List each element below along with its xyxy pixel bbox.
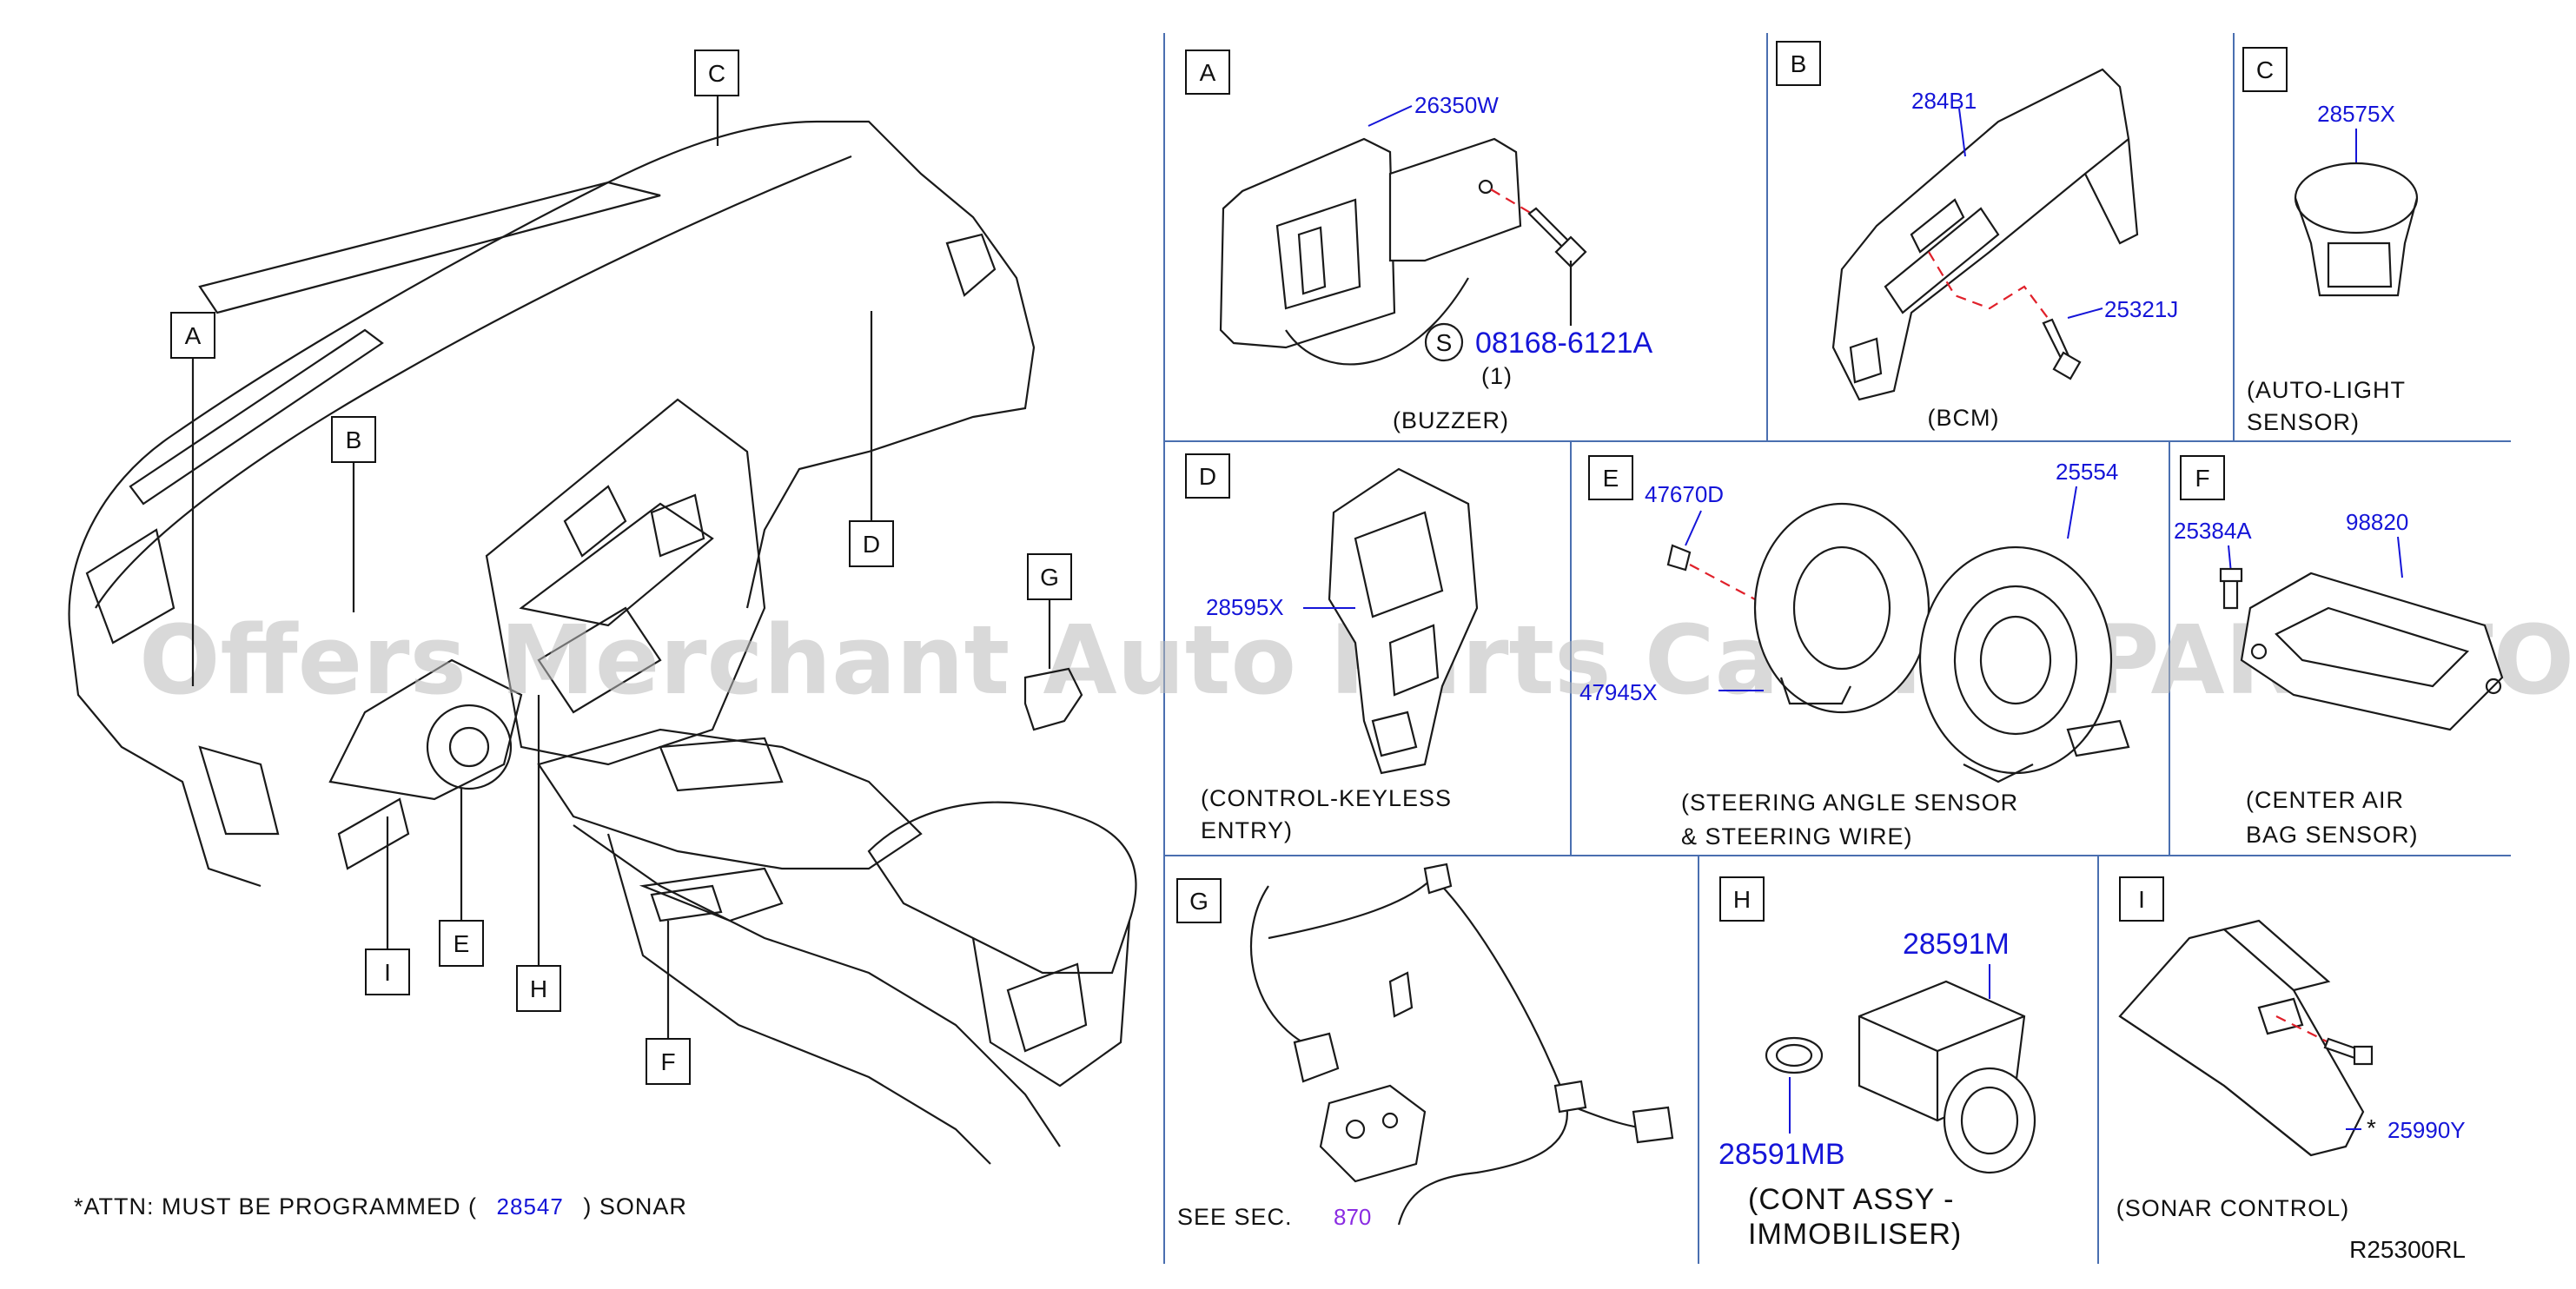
callout-c: C — [708, 60, 725, 87]
panel-h: H 28591M 28591MB (CONT ASSY - IMMOBILISE… — [1718, 876, 2036, 1251]
steering-wire-clock-spring — [1918, 545, 2113, 775]
panel-e: E 47670D 25554 47945X (STEERING ANGLE SE… — [1579, 455, 2130, 849]
attn-part-number: 28547 — [497, 1193, 564, 1220]
panel-c-letter: C — [2256, 56, 2274, 83]
panel-g-letter: G — [1189, 888, 1209, 915]
panel-b-letter: B — [1791, 50, 1807, 77]
panel-g: G SEE SEC. 870 — [1176, 863, 1674, 1230]
attn-prefix: *ATTN: MUST BE PROGRAMMED ( — [74, 1193, 477, 1220]
part-25990y: 25990Y — [2387, 1117, 2466, 1143]
steering-clip — [1666, 544, 1692, 572]
caption-keyless-2: ENTRY) — [1201, 817, 1293, 843]
immobiliser-antenna-ring — [1943, 1067, 2036, 1174]
buzzer-body — [1219, 137, 1396, 349]
overview-part-g — [1023, 667, 1083, 731]
part-qty: (1) — [1481, 363, 1513, 389]
attn-suffix: ) SONAR — [583, 1193, 687, 1220]
part-25554: 25554 — [2056, 459, 2118, 485]
callout-f: F — [660, 1048, 675, 1075]
diagram-code: R25300RL — [2349, 1236, 2466, 1263]
panel-e-letter: E — [1603, 465, 1619, 492]
caption-immobiliser-1: (CONT ASSY - — [1748, 1183, 1954, 1216]
center-airbag-sensor — [2240, 572, 2504, 731]
callout-i: I — [384, 959, 391, 986]
panel-a-letter: A — [1200, 59, 1216, 86]
panel-i: I * 25990Y (SONAR CONTROL) — [2116, 876, 2466, 1221]
caption-steering-2: & STEERING WIRE) — [1681, 823, 1913, 849]
part-47945x: 47945X — [1579, 679, 1658, 705]
callout-a: A — [185, 322, 202, 349]
callout-h: H — [530, 975, 547, 1002]
caption-buzzer: (BUZZER) — [1393, 407, 1509, 433]
keyless-entry-unit — [1328, 467, 1479, 775]
caption-airbag-2: BAG SENSOR) — [2246, 822, 2419, 848]
caption-bcm: (BCM) — [1928, 405, 2000, 431]
sonar-programming-star: * — [2367, 1114, 2376, 1141]
part-28595x: 28595X — [1206, 594, 1284, 620]
standard-part-symbol: S — [1436, 329, 1453, 356]
panel-a: A 26350W S 08168-6121A (1) (BUZZER) — [1185, 50, 1653, 433]
immobiliser-clip — [1765, 1036, 1824, 1074]
panel-h-letter: H — [1733, 886, 1751, 913]
callout-b: B — [346, 426, 362, 453]
panel-b: B 284B1 25321J (BCM) — [1776, 41, 2178, 431]
part-25321j: 25321J — [2104, 296, 2178, 322]
part-98820: 98820 — [2346, 509, 2408, 535]
see-sec-number[interactable]: 870 — [1334, 1204, 1371, 1230]
panel-i-letter: I — [2138, 886, 2145, 913]
panel-d-letter: D — [1199, 463, 1216, 490]
panel-d: D 28595X (CONTROL-KEYLESS ENTRY) — [1185, 453, 1479, 843]
part-25384a: 25384A — [2174, 518, 2252, 544]
panel-grid — [1163, 33, 2511, 1264]
caption-auto-light-1: (AUTO-LIGHT — [2247, 377, 2406, 403]
part-28575x: 28575X — [2317, 101, 2395, 127]
steering-angle-sensor — [1753, 502, 1930, 714]
harness-wire-1 — [1249, 885, 1321, 1053]
caption-immobiliser-2: IMMOBILISER) — [1748, 1218, 1962, 1251]
part-47670d: 47670D — [1645, 481, 1724, 507]
caption-steering-1: (STEERING ANGLE SENSOR — [1681, 790, 2018, 816]
harness-sensor-module — [1319, 1084, 1427, 1183]
caption-keyless-1: (CONTROL-KEYLESS — [1201, 785, 1452, 811]
callout-d: D — [863, 531, 880, 558]
dashboard-overview-illustration — [68, 120, 1137, 1165]
auto-light-sensor — [2294, 162, 2419, 235]
see-sec-label: SEE SEC. — [1177, 1204, 1293, 1230]
callout-e: E — [454, 930, 470, 957]
panel-f: F 25384A 98820 (CENTER AIR BAG SENSOR) — [2174, 455, 2504, 848]
buzzer-bracket — [1388, 137, 1522, 262]
caption-sonar: (SONAR CONTROL) — [2116, 1195, 2350, 1221]
part-28591mb: 28591MB — [1718, 1138, 1845, 1171]
part-284b1: 284B1 — [1911, 88, 1977, 114]
caption-auto-light-2: SENSOR) — [2247, 409, 2360, 435]
harness-wire-2 — [1268, 876, 1569, 1226]
part-26350w: 26350W — [1414, 92, 1499, 118]
caption-airbag-1: (CENTER AIR — [2246, 787, 2404, 813]
panel-c: C 28575X (AUTO-LIGHT SENSOR) — [2242, 47, 2419, 435]
part-08168-6121a: 08168-6121A — [1475, 327, 1653, 360]
overview-callouts: C A B D G E H I F — [170, 50, 1072, 1085]
callout-g: G — [1040, 564, 1059, 591]
panel-f-letter: F — [2195, 465, 2209, 492]
part-28591m: 28591M — [1903, 928, 2010, 961]
attn-note: *ATTN: MUST BE PROGRAMMED ( 28547 ) SONA… — [74, 1193, 687, 1220]
